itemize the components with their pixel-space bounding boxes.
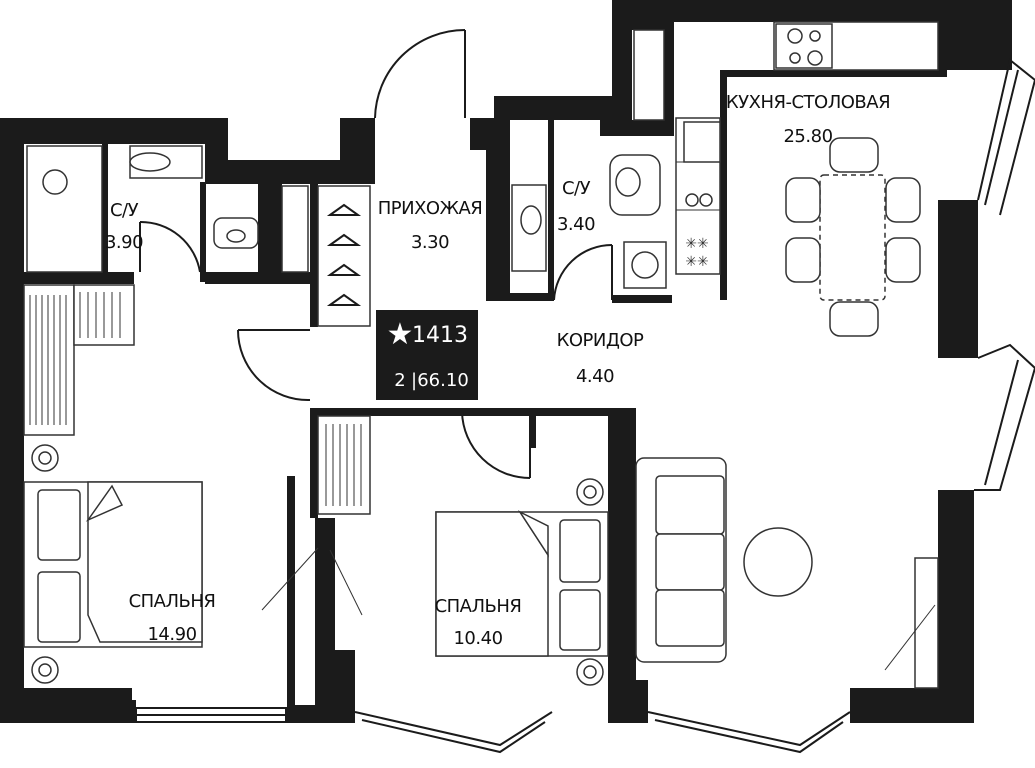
bedroom-2-area: 10.40 <box>453 628 502 649</box>
badge-separator: | <box>411 370 417 391</box>
bedroom-1-name: СПАЛЬНЯ <box>129 591 216 612</box>
wardrobes <box>23 185 371 515</box>
bathroom-1-fixtures <box>26 145 309 273</box>
svg-text:✳✳: ✳✳ <box>685 254 708 270</box>
bathroom-2-name: С/У <box>562 178 591 199</box>
bathroom-2-area: 3.40 <box>557 214 595 235</box>
badge-number: 1413 <box>412 323 468 348</box>
bathroom-1-area: 3.90 <box>105 232 143 253</box>
star-icon: ★ <box>387 317 414 352</box>
kitchen-dining-area: 25.80 <box>783 126 832 147</box>
kitchen-fixtures: ✳✳ ✳✳ <box>635 21 939 689</box>
bedroom-1-area: 14.90 <box>147 624 196 645</box>
hallway-name: ПРИХОЖАЯ <box>378 198 483 219</box>
room-labels: С/У 3.90 ПРИХОЖАЯ 3.30 С/У 3.40 КУХНЯ-СТ… <box>105 92 891 649</box>
bedroom-furniture <box>23 444 609 686</box>
svg-text:✳✳: ✳✳ <box>685 236 708 252</box>
corridor-name: КОРИДОР <box>557 330 644 351</box>
windows <box>135 58 1035 754</box>
badge-rooms: 2 <box>394 370 405 391</box>
bathroom-2-fixtures <box>511 29 667 289</box>
hallway-area: 3.30 <box>411 232 449 253</box>
apartment-badge: ★ 1413 2 | 66.10 <box>376 310 478 400</box>
bedroom-2-name: СПАЛЬНЯ <box>435 596 522 617</box>
corridor-area: 4.40 <box>576 366 614 387</box>
doors <box>139 29 613 479</box>
badge-total-area: 66.10 <box>417 370 469 391</box>
bathroom-1-name: С/У <box>110 200 139 221</box>
walls <box>0 0 1012 723</box>
kitchen-dining-name: КУХНЯ-СТОЛОВАЯ <box>726 92 890 113</box>
